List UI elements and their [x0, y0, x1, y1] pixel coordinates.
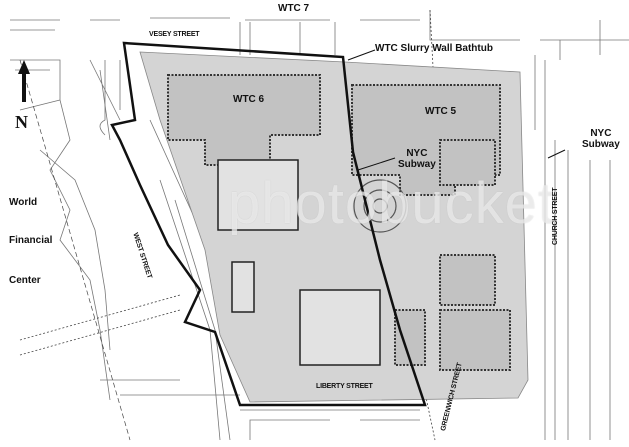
label-vesey-street: VESEY STREET [149, 31, 200, 38]
label-text: NYC [590, 128, 612, 139]
building-corner [439, 309, 511, 371]
wtc1-footprint [217, 159, 299, 231]
north-label: N [15, 112, 28, 132]
bathtub-boundary [110, 41, 427, 407]
label-wtc6: WTC 6 [233, 94, 265, 105]
label-slurry-wall-bathtub: WTC Slurry Wall Bathtub [375, 43, 493, 54]
building-east [439, 139, 496, 186]
label-wtc7: WTC 7 [278, 3, 310, 14]
sphere-plaza [353, 179, 407, 233]
path-line [19, 59, 131, 441]
photobucket-watermark: photobucket [228, 171, 556, 236]
label-text: Subway [398, 159, 436, 170]
pointer-arrows [347, 49, 566, 171]
label-world: World [9, 197, 38, 208]
north-arrow-icon [18, 60, 30, 102]
small-structure [231, 261, 255, 313]
building-south [394, 309, 426, 366]
towers [217, 159, 381, 366]
label-nyc-subway-center: NYC Subway [398, 148, 436, 170]
buildings [167, 74, 511, 371]
label-church-street: CHURCH STREET [552, 187, 559, 245]
wtc2-footprint [299, 289, 381, 366]
label-center: Center [9, 275, 41, 286]
label-text: Subway [582, 139, 620, 150]
label-nyc-subway-right: NYC Subway [582, 128, 620, 150]
label-text: NYC [406, 148, 428, 159]
label-financial: Financial [9, 235, 53, 246]
label-wtc5: WTC 5 [425, 106, 457, 117]
label-liberty-street: LIBERTY STREET [316, 383, 373, 390]
building-se [439, 254, 496, 306]
